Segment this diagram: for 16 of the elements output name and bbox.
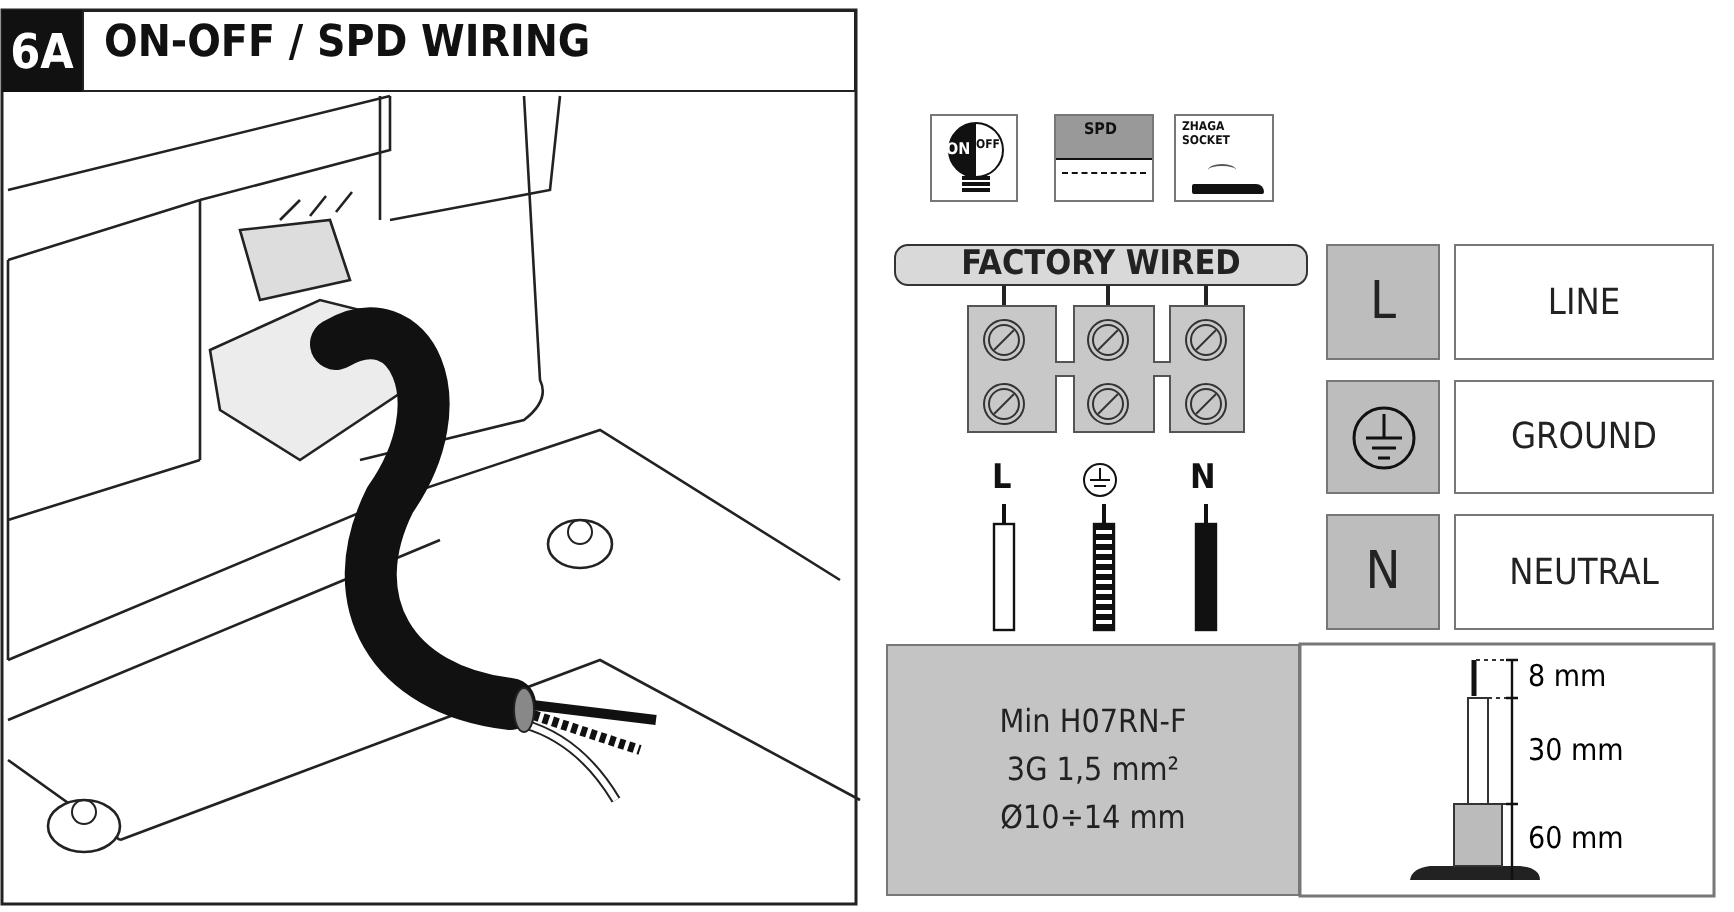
table-cell: LINE — [1454, 244, 1714, 360]
factory-wired-banner: FACTORY WIRED — [894, 244, 1308, 286]
table-cell: GROUND — [1454, 380, 1714, 494]
cable-specification: Min H07RN-F 3G 1,5 mm² Ø10÷14 mm — [886, 644, 1300, 896]
section-number: 6A — [2, 10, 82, 92]
neutral-symbol: N — [1326, 514, 1440, 630]
wire-label: N — [1190, 458, 1216, 498]
dimension-label: 30 mm — [1528, 732, 1624, 768]
wire-label: L — [992, 458, 1012, 498]
table-cell: NEUTRAL — [1454, 514, 1714, 630]
surge-protection-icon: SPD — [1054, 114, 1154, 202]
dimension-label: 8 mm — [1528, 658, 1607, 694]
phase-symbol: L — [1326, 244, 1440, 360]
earth-symbol-box — [1326, 380, 1440, 494]
title: ON-OFF / SPD WIRING — [104, 18, 591, 68]
dimension-label: 60 mm — [1528, 820, 1624, 856]
